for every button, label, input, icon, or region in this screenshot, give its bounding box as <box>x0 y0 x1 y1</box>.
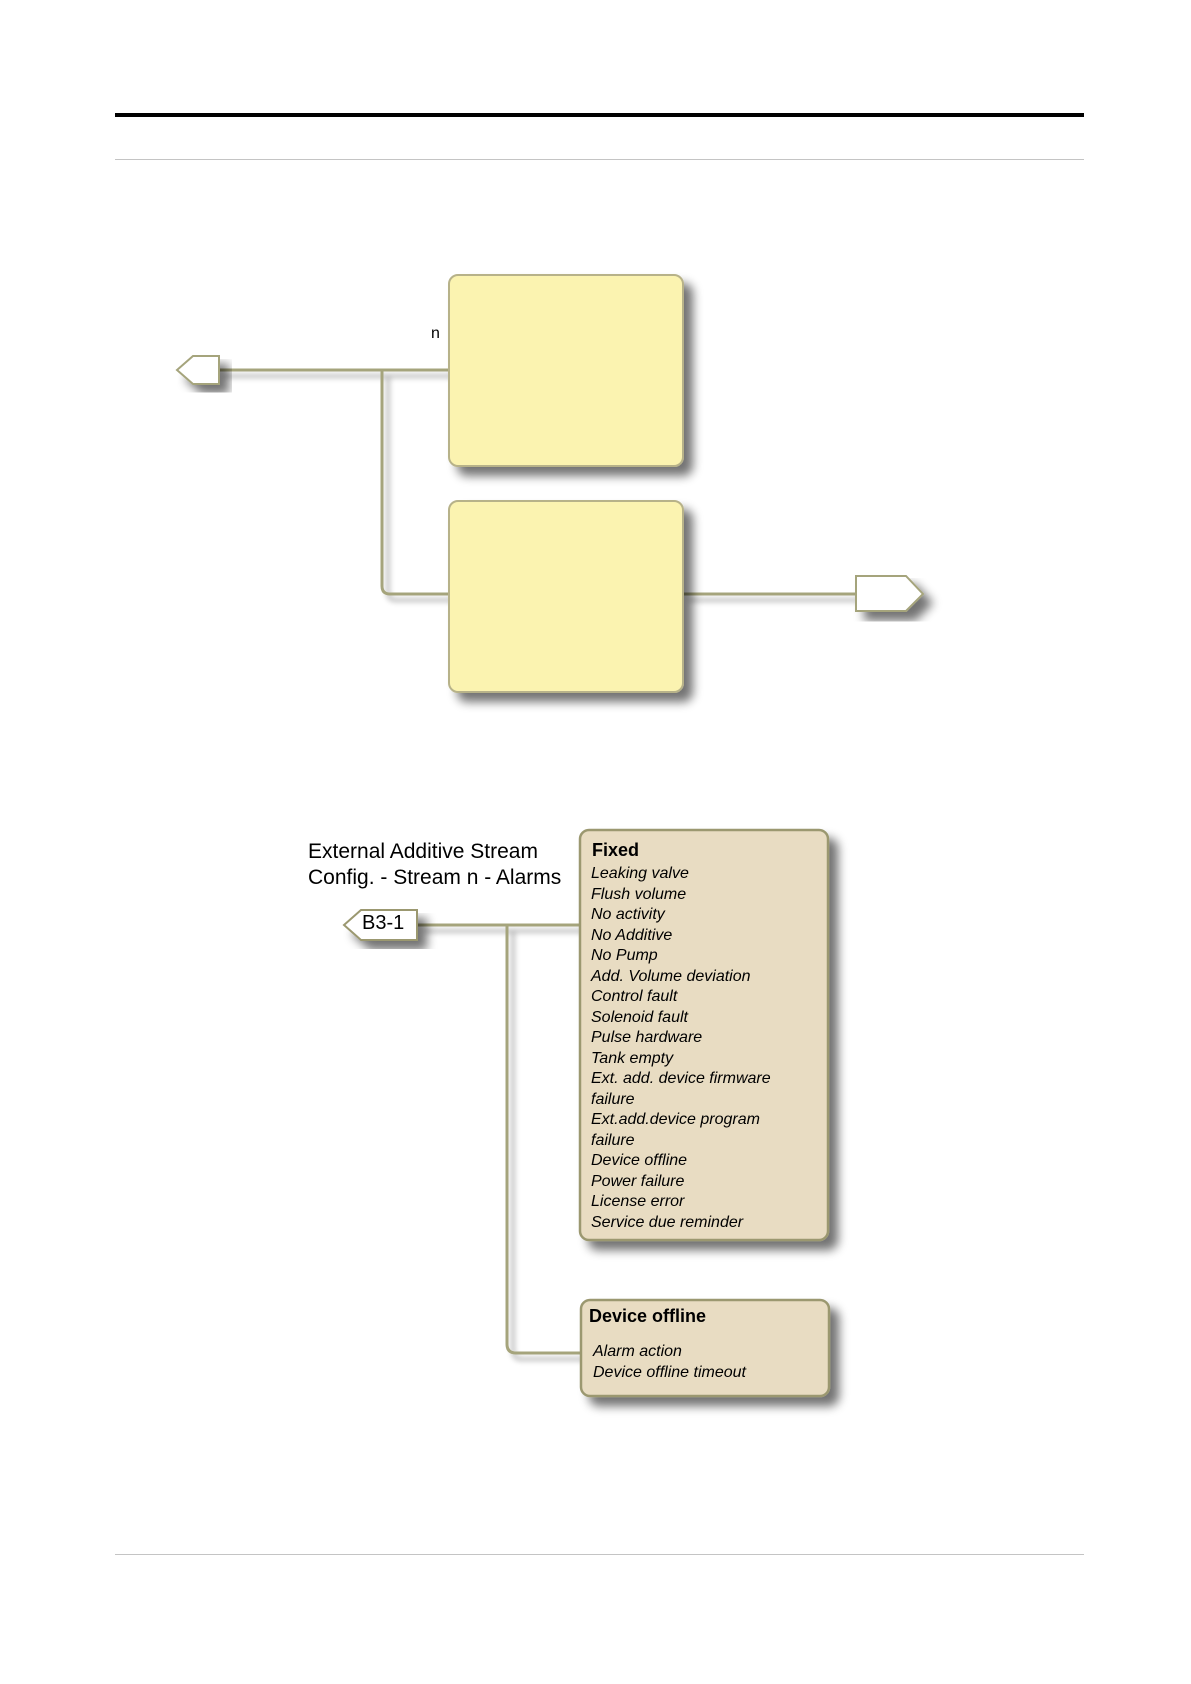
header-rule-thin <box>115 159 1084 160</box>
top-connector-branch <box>380 370 449 596</box>
footer-rule <box>115 1554 1084 1555</box>
top-right-offpage-connector <box>855 575 925 612</box>
top-upper-block <box>448 274 684 467</box>
device-offline-box <box>579 1298 831 1398</box>
fixed-alarms-box <box>578 828 830 1242</box>
bottom-connector-branch <box>505 925 581 1355</box>
top-connectors <box>218 368 856 596</box>
top-lower-block <box>448 500 684 693</box>
header-rule-thick <box>115 113 1084 117</box>
b3-offpage-connector <box>342 909 418 941</box>
top-left-offpage-connector <box>175 355 220 385</box>
bottom-connectors <box>418 923 581 1355</box>
